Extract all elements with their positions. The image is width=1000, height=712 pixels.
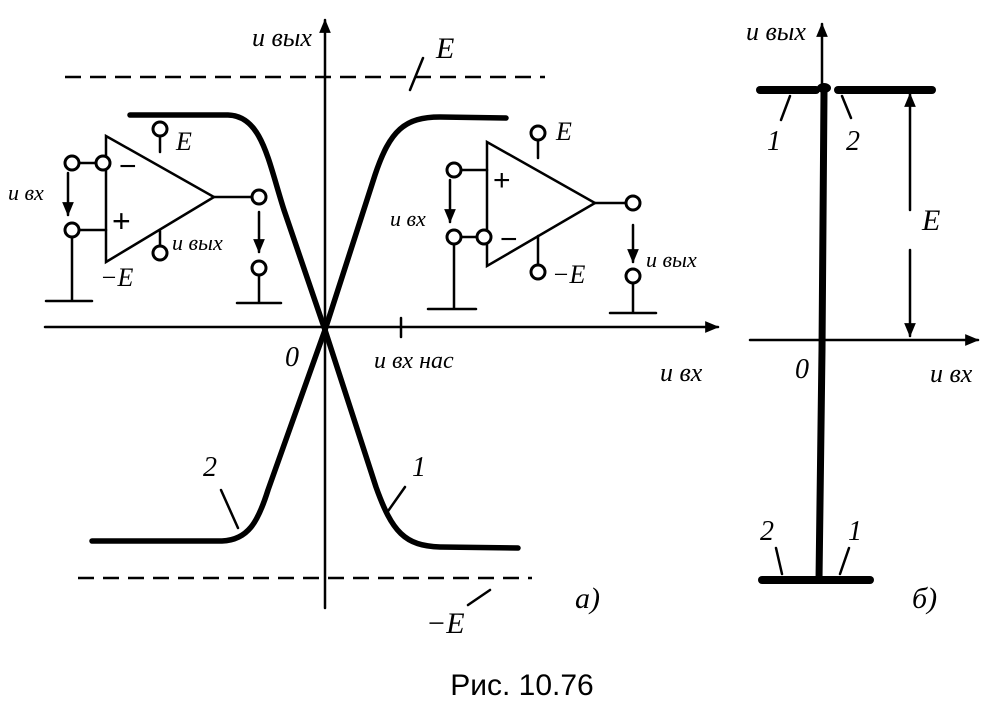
panel-a-letter: а) bbox=[575, 582, 600, 615]
noninverting-amp-output-terminal bbox=[624, 194, 642, 212]
panel-b-supply-span-label: E bbox=[921, 204, 940, 237]
noninverting-amp-output-label: u вых bbox=[646, 247, 697, 272]
noninverting-amp-input-label: u вх bbox=[390, 206, 426, 231]
pos-supply-leader bbox=[408, 56, 425, 92]
noninverting-amp-supply-neg-label: −E bbox=[552, 260, 586, 289]
inverting-amp-triangle bbox=[104, 133, 217, 265]
panel-b-label-2-bottom-leader bbox=[774, 546, 784, 576]
panel-b-top-junction bbox=[817, 83, 831, 93]
noninverting-amplifier: + − E −E u вх u вых bbox=[390, 117, 697, 315]
panel-a-origin-label: 0 bbox=[285, 342, 299, 373]
curve-1-label: 1 bbox=[412, 452, 426, 483]
panel-b-top-left-label: 1 bbox=[767, 126, 781, 157]
inverting-amp-plus-terminal bbox=[63, 221, 81, 239]
panel-b-letter: б) bbox=[912, 582, 937, 615]
inverting-amp-supply-neg-label: −E bbox=[100, 263, 134, 292]
noninverting-amp-minus-sign: − bbox=[500, 223, 518, 256]
panel-b-bottom-left-label: 2 bbox=[760, 516, 774, 547]
panel-b-label-1-top-leader bbox=[779, 94, 792, 122]
noninverting-amp-triangle bbox=[485, 139, 598, 269]
pos-supply-label: E bbox=[435, 32, 454, 65]
panel-b: u вых u вх 0 E 1 2 2 1 б) bbox=[746, 17, 980, 615]
panel-b-x-axis-label: u вх bbox=[930, 359, 973, 388]
sat-input-label: u вх нас bbox=[374, 348, 454, 374]
noninverting-amp-supply-pos-label: E bbox=[555, 117, 572, 146]
inverting-amp-output-label: u вых bbox=[172, 230, 223, 255]
inverting-amp-minus-junction bbox=[94, 154, 112, 172]
panel-a-y-axis-label: u вых bbox=[252, 23, 312, 52]
noninverting-amp-output-ground-terminal bbox=[624, 267, 642, 285]
curve-1-inverting bbox=[127, 112, 521, 551]
inverting-amp-minus-sign: − bbox=[119, 150, 137, 183]
panel-b-label-1-bottom-leader bbox=[838, 546, 851, 576]
neg-supply-leader bbox=[466, 588, 492, 607]
curve-2-label: 2 bbox=[203, 452, 217, 483]
panel-a: u вых u вх 0 u вх нас E −E 2 1 а) bbox=[8, 18, 720, 640]
curve-2-noninverting bbox=[89, 114, 509, 544]
inverting-amp-plus-sign: + bbox=[112, 203, 131, 239]
noninverting-amp-minus-terminal bbox=[445, 228, 463, 246]
inverting-amp-top-supply-terminal bbox=[151, 120, 169, 138]
panel-b-bottom-right-label: 1 bbox=[848, 516, 862, 547]
inverting-amp-bottom-supply-terminal bbox=[151, 244, 169, 262]
inverting-amp-output-ground-terminal bbox=[250, 259, 268, 277]
panel-b-label-2-top-leader bbox=[840, 94, 853, 120]
panel-b-origin-label: 0 bbox=[795, 354, 809, 385]
curve-1-leader bbox=[384, 485, 407, 516]
curve-2-leader bbox=[219, 488, 240, 530]
noninverting-amp-plus-sign: + bbox=[493, 164, 511, 197]
inverting-amp-output-terminal bbox=[250, 188, 268, 206]
panel-b-y-axis-label: u вых bbox=[746, 17, 806, 46]
panel-b-vertical-transition bbox=[815, 88, 828, 584]
inverting-amp-minus-terminal bbox=[63, 154, 81, 172]
figure-caption: Рис. 10.76 bbox=[450, 669, 594, 702]
panel-b-top-right-label: 2 bbox=[846, 126, 860, 157]
neg-supply-label: −E bbox=[426, 607, 465, 640]
noninverting-amp-minus-junction bbox=[475, 228, 493, 246]
inverting-amp-supply-pos-label: E bbox=[175, 127, 192, 156]
noninverting-amp-plus-terminal bbox=[445, 161, 463, 179]
panel-a-x-axis-label: u вх bbox=[660, 358, 703, 387]
inverting-amplifier: − + E −E u вх u вых bbox=[8, 120, 283, 305]
noninverting-amp-bottom-supply-terminal bbox=[529, 263, 547, 281]
noninverting-amp-top-supply-terminal bbox=[529, 124, 547, 142]
inverting-amp-input-label: u вх bbox=[8, 180, 44, 205]
